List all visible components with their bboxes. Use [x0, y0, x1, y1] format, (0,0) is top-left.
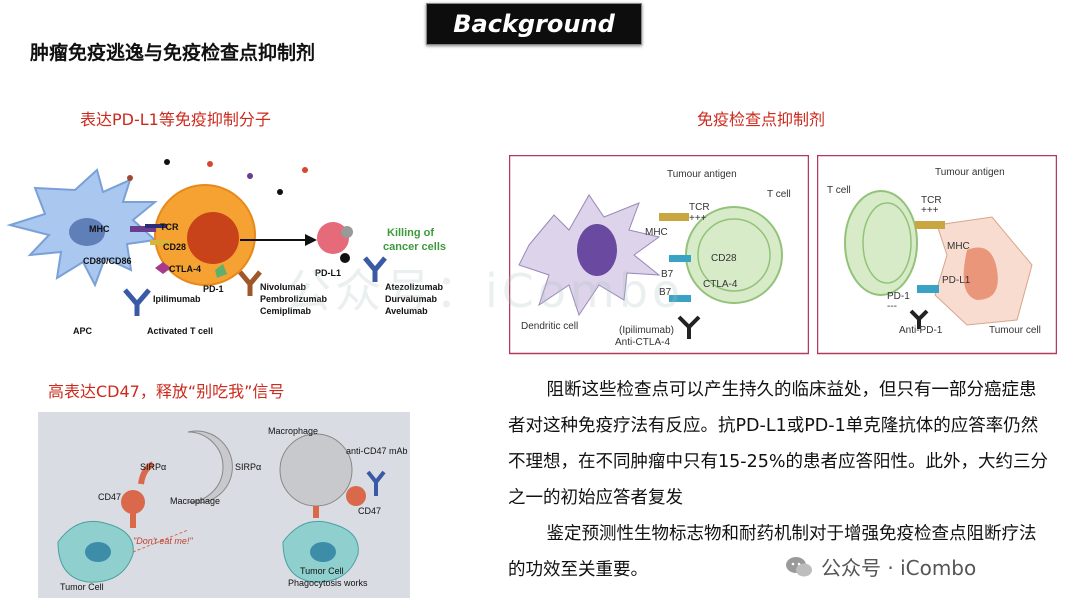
label-killing-2: cancer cells — [383, 241, 446, 253]
label-durvalumab: Durvalumab — [385, 294, 438, 304]
label-tcr-b: TCR — [921, 195, 942, 206]
cd47-diagram: SIRPα CD47 Macrophage "Don't eat me!" Tu… — [38, 412, 410, 598]
label-macrophage-1: Macrophage — [170, 496, 220, 506]
label-sirpa-2: SIRPα — [235, 462, 261, 472]
activated-t-cell — [154, 184, 256, 286]
label-tcr: TCR — [160, 222, 179, 232]
label-avelumab: Avelumab — [385, 306, 428, 316]
label-atezolizumab: Atezolizumab — [385, 282, 444, 292]
label-tumor-cell-2: Tumor Cell — [300, 566, 344, 576]
label-activated-t-cell: Activated T cell — [147, 326, 213, 336]
label-tumour-antigen-b: Tumour antigen — [935, 167, 1005, 178]
label-plus-a: +++ — [689, 213, 707, 224]
label-mhc-a: MHC — [645, 227, 668, 238]
label-anti-pd1: Anti-PD-1 — [899, 325, 943, 336]
label-cd28: CD28 — [163, 242, 186, 252]
label-cd47-1: CD47 — [98, 492, 121, 502]
label-tcell-a: T cell — [767, 189, 791, 200]
label-apc: APC — [73, 326, 93, 336]
watermark-center: 公众号：iCombo — [285, 264, 685, 318]
label-sirpa-1: SIRPα — [140, 462, 166, 472]
label-tcell-b: T cell — [827, 185, 851, 196]
label-anti-ctla4: Anti-CTLA-4 — [615, 337, 670, 348]
label-cd47-2: CD47 — [358, 506, 381, 516]
watermark-corner-text: 公众号 · iCombo — [821, 556, 977, 580]
label-pd1: PD-1 — [203, 284, 224, 294]
caption-bottom-left: 高表达CD47，释放“别吃我”信号 — [48, 382, 285, 401]
label-pd1-b: PD-1 — [887, 291, 910, 302]
label-b7-b: B7 — [659, 287, 672, 298]
label-cd28-a: CD28 — [711, 253, 737, 264]
label-nivolumab: Nivolumab — [260, 282, 307, 292]
label-mhc: MHC — [89, 224, 110, 234]
label-tumour-antigen-a: Tumour antigen — [667, 169, 737, 180]
label-cd80: CD80/CD86 — [83, 256, 132, 266]
label-cemiplimab: Cemiplimab — [260, 306, 312, 316]
label-pdl1: PD-L1 — [315, 268, 341, 278]
watermark-corner: 公众号 · iCombo — [785, 552, 976, 581]
label-tumour-cell: Tumour cell — [989, 325, 1041, 336]
label-pembrolizumab: Pembrolizumab — [260, 294, 328, 304]
caption-top-left: 表达PD-L1等免疫抑制分子 — [80, 110, 271, 129]
label-ipilimumab-b: (Ipilimumab) — [619, 325, 674, 336]
label-plus-b: +++ — [921, 205, 939, 216]
background-badge: Background — [426, 3, 642, 45]
page-title: 肿瘤免疫逃逸与免疫检查点抑制剂 — [30, 42, 316, 64]
label-ctla4: CTLA-4 — [169, 264, 201, 274]
anti-pd1-diagram: T cell Tumour antigen TCR +++ MHC PD-L1 … — [817, 155, 1057, 355]
label-dendritic-cell: Dendritic cell — [521, 321, 578, 332]
wechat-icon — [786, 556, 812, 576]
label-minus-b: --- — [887, 301, 897, 312]
label-tumor-cell-1: Tumor Cell — [60, 582, 104, 592]
label-ipilimumab: Ipilimumab — [153, 294, 201, 304]
caption-top-right: 免疫检查点抑制剂 — [697, 110, 826, 129]
anti-ctla4-diagram: Tumour antigen TCR +++ MHC T cell CD28 B… — [509, 155, 809, 355]
immune-synapse-diagram: MHC TCR CD80/CD86 CD28 CTLA-4 PD-1 PD-L1… — [6, 159, 446, 336]
label-pdl1-b: PD-L1 — [942, 275, 971, 286]
label-phagocytosis: Phagocytosis works — [288, 578, 368, 588]
label-b7-a: B7 — [661, 269, 674, 280]
label-anti-cd47: anti-CD47 mAb — [346, 446, 408, 456]
summary-paragraph-2: 鉴定预测性生物标志物和耐药机制对于增强免疫检查点阻断疗法的功效至关重要。 — [508, 524, 1037, 580]
label-killing-1: Killing of — [387, 227, 434, 239]
summary-text: 阻断这些检查点可以产生持久的临床益处，但只有一部分癌症患者对这种免疫疗法有反应。… — [508, 372, 1048, 588]
label-dont-eat-me: "Don't eat me!" — [133, 536, 193, 546]
label-tcr-a: TCR — [689, 202, 710, 213]
label-macrophage-2: Macrophage — [268, 426, 318, 436]
summary-paragraph-1: 阻断这些检查点可以产生持久的临床益处，但只有一部分癌症患者对这种免疫疗法有反应。… — [508, 380, 1048, 508]
label-ctla4-a: CTLA-4 — [703, 279, 738, 290]
apc-cell — [6, 168, 158, 288]
label-mhc-b: MHC — [947, 241, 970, 252]
